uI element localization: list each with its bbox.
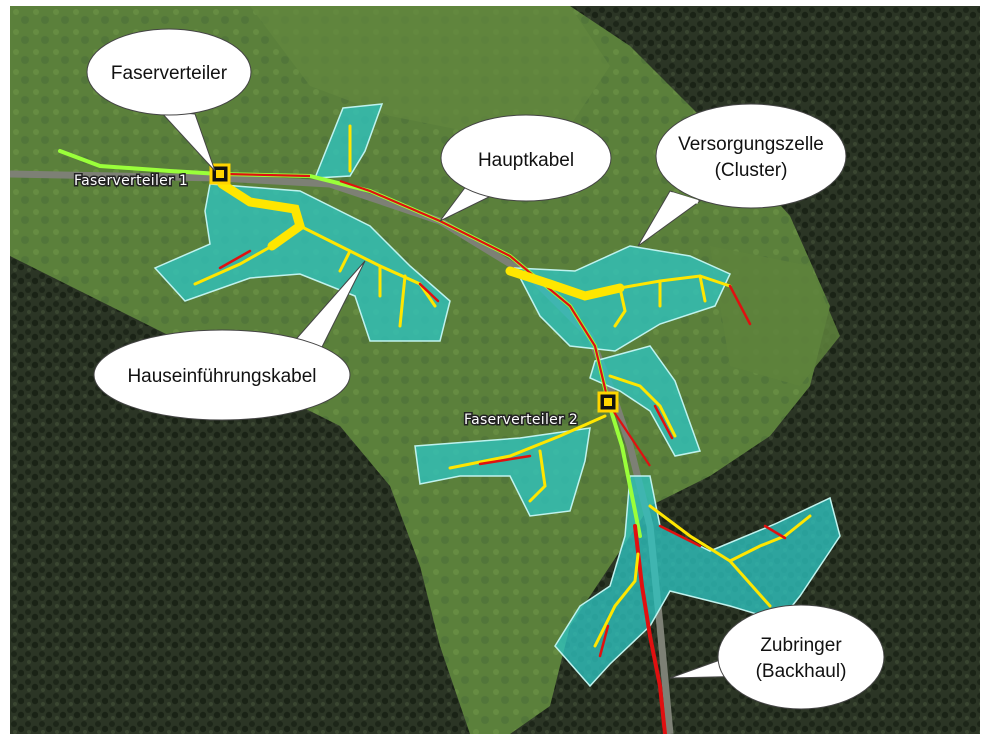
node-core <box>216 170 224 178</box>
meadow-area-right <box>710 246 840 386</box>
backhaul-cable[interactable] <box>633 524 667 734</box>
satellite-map[interactable]: Faserverteiler 1 Faserverteiler 2 Faserv… <box>10 6 980 734</box>
callout-label-line2: (Backhaul) <box>756 661 847 682</box>
drop-cables[interactable] <box>193 124 812 648</box>
callout-versorgungszelle: Versorgungszelle (Cluster) <box>637 103 847 247</box>
map-view[interactable]: Faserverteiler 1 Faserverteiler 2 Faserv… <box>10 6 980 734</box>
callout-label-line1: Zubringer <box>760 635 842 656</box>
distributor-2[interactable] <box>597 391 619 413</box>
map-label-fv1: Faserverteiler 1 <box>74 173 188 189</box>
cluster-5[interactable] <box>414 427 591 517</box>
callout-label: Hauptkabel <box>478 150 574 171</box>
cluster-2[interactable] <box>153 183 451 342</box>
callout-label: Hauseinführungskabel <box>127 366 316 387</box>
trunk-highlight <box>224 172 651 467</box>
callout-hauseinfuehrungskabel: Hauseinführungskabel <box>93 260 366 421</box>
red-drop-segments <box>218 249 787 658</box>
callout-hauptkabel: Hauptkabel <box>439 114 612 222</box>
callout-label: Faserverteiler <box>111 63 228 84</box>
callout-label-line1: Versorgungszelle <box>678 134 824 155</box>
callout-label-line2: (Cluster) <box>715 160 788 181</box>
distributor-1[interactable] <box>209 163 231 185</box>
meadow-area-upper <box>250 6 610 136</box>
node-core <box>604 398 612 406</box>
map-label-fv2: Faserverteiler 2 <box>464 412 578 428</box>
callout-zubringer: Zubringer (Backhaul) <box>669 604 885 710</box>
callout-faserverteiler: Faserverteiler <box>86 28 252 172</box>
